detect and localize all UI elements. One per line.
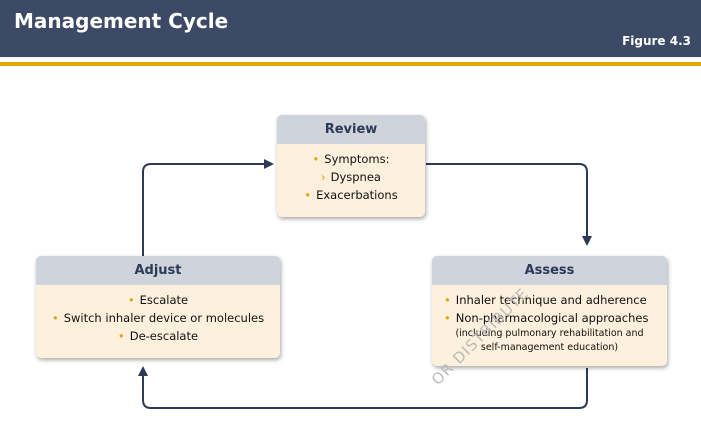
adjust-title: Adjust [36,256,280,285]
review-body: •Symptoms: ›Dyspnea •Exacerbations [277,144,425,204]
adjust-item-escalate: •Escalate [127,293,189,307]
assess-body: •Inhaler technique and adherence •Non-ph… [432,285,667,355]
arrow-adjust-to-review [142,159,274,256]
arrow-assess-to-adjust [138,366,588,409]
assess-box: Assess •Inhaler technique and adherence … [432,256,667,366]
adjust-body: •Escalate •Switch inhaler device or mole… [36,285,280,345]
bullet-icon: • [127,293,135,307]
bullet-icon: • [444,311,451,325]
assess-note-line1: (including pulmonary rehabilitation and [455,328,644,339]
assess-item-inhaler: •Inhaler technique and adherence [444,293,647,307]
review-item-symptoms: •Symptoms: [312,152,390,166]
adjust-box: Adjust •Escalate •Switch inhaler device … [36,256,280,358]
arrow-review-to-assess [426,163,592,246]
adjust-item-switch: •Switch inhaler device or molecules [51,311,265,325]
bullet-icon: • [312,152,320,166]
assess-note-line2: self-management education) [480,342,619,353]
page-title: Management Cycle [14,9,229,33]
review-item-dyspnea: ›Dyspnea [321,170,381,184]
assess-title: Assess [432,256,667,285]
bullet-icon: • [444,293,451,307]
chevron-right-icon: › [321,170,326,184]
review-item-exacerbations: •Exacerbations [304,188,398,202]
adjust-item-deescalate: •De-escalate [117,329,199,343]
assess-item-nonpharm: •Non-pharmacological approaches [444,311,649,325]
header-bar: Management Cycle Figure 4.3 [0,0,701,57]
bullet-icon: • [117,329,125,343]
review-title: Review [277,115,425,144]
accent-divider [0,62,701,66]
figure-label: Figure 4.3 [622,34,691,48]
bullet-icon: • [51,311,59,325]
bullet-icon: • [304,188,312,202]
review-box: Review •Symptoms: ›Dyspnea •Exacerbation… [277,115,425,217]
